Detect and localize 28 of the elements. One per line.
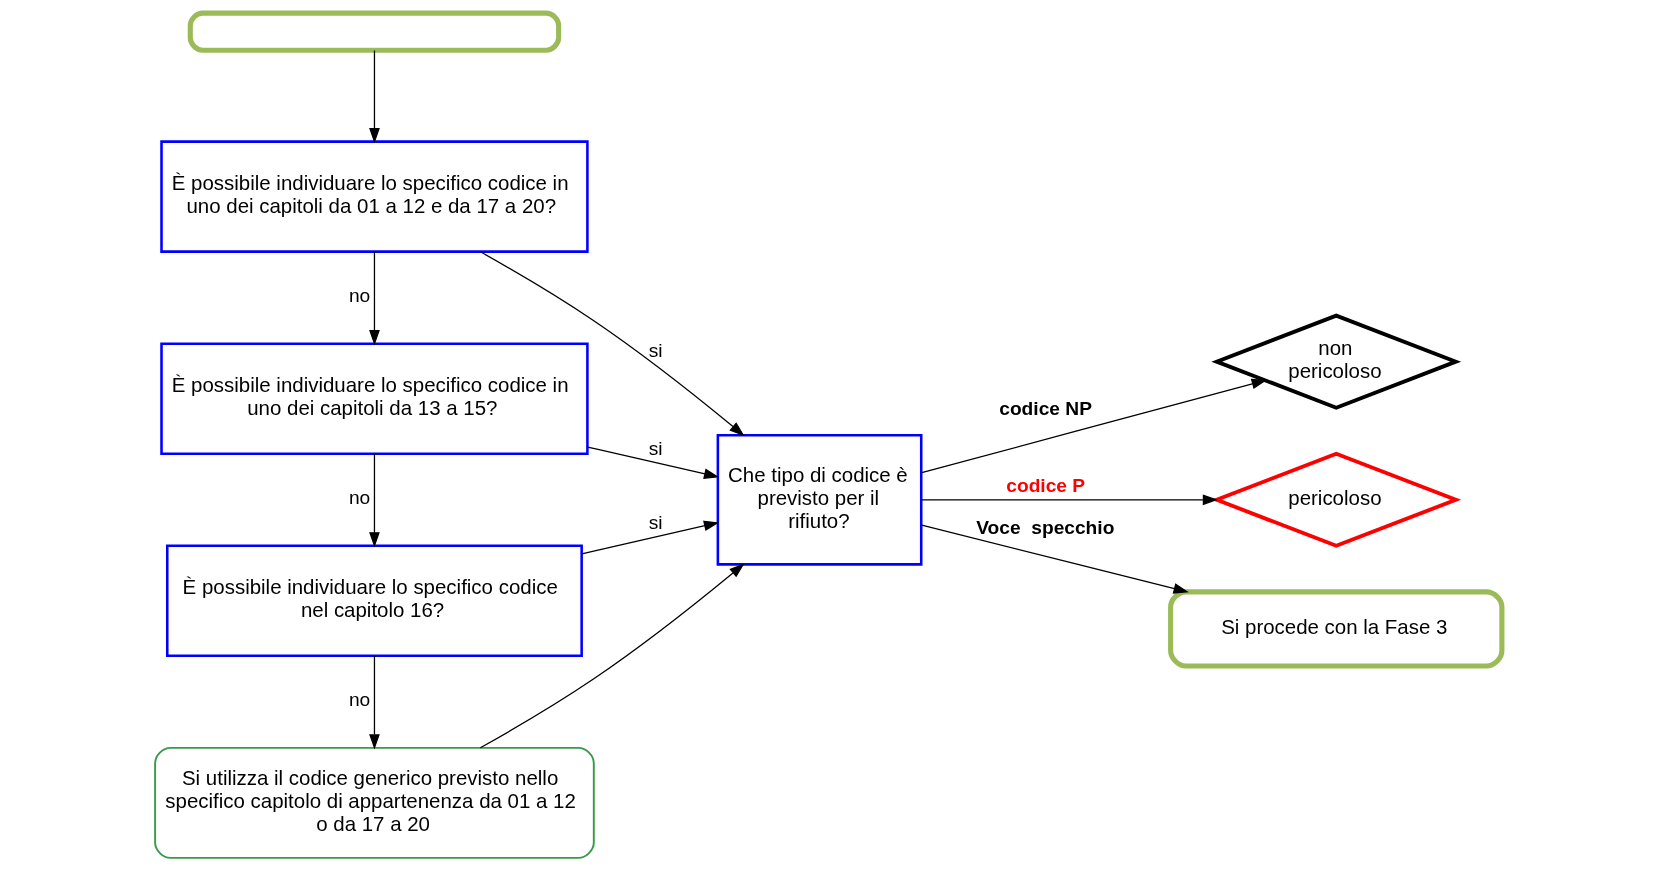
edge-label: si — [648, 339, 663, 361]
node-box: Si procede con la Fase 3 — [1167, 589, 1504, 669]
edge-label: Voce specchio — [975, 517, 1114, 539]
arrow — [920, 378, 1267, 474]
node-diamond: non pericoloso — [1210, 313, 1461, 410]
arrow — [586, 446, 719, 479]
arrow — [479, 563, 745, 749]
node-box: È possibile individuare lo specifico codice nel capitolo 16? — [165, 544, 583, 658]
edge-label: si — [648, 512, 663, 534]
arrow — [580, 520, 719, 555]
node-box: È possibile individuare lo specifico codice in uno dei capitoli da 13 a 15? — [159, 342, 589, 455]
edge-label: codice NP — [998, 398, 1092, 420]
edge-label: no — [348, 285, 370, 307]
arrow — [368, 453, 380, 548]
arrow — [368, 251, 380, 346]
node-box: È possibile individuare lo specifico codice in uno dei capitoli da 01 a 12 e da 17 a 20? — [159, 140, 589, 253]
edge-label: codice P — [1005, 475, 1085, 497]
node-box: Si utilizza il codice generico previsto nello specifico capitolo di appartenenza da 01 a 12 o da 17 a 20 — [153, 746, 595, 859]
edge-label: si — [648, 438, 663, 459]
arrow — [368, 655, 380, 750]
arrow — [368, 49, 380, 144]
node-box — [187, 10, 561, 53]
arrow — [920, 494, 1218, 506]
node-box: Che tipo di codice è previsto per il rifiuto? — [716, 433, 922, 566]
arrow — [479, 251, 745, 437]
edge-label: no — [348, 689, 370, 711]
edge-label: no — [348, 487, 370, 509]
arrow — [920, 524, 1189, 594]
